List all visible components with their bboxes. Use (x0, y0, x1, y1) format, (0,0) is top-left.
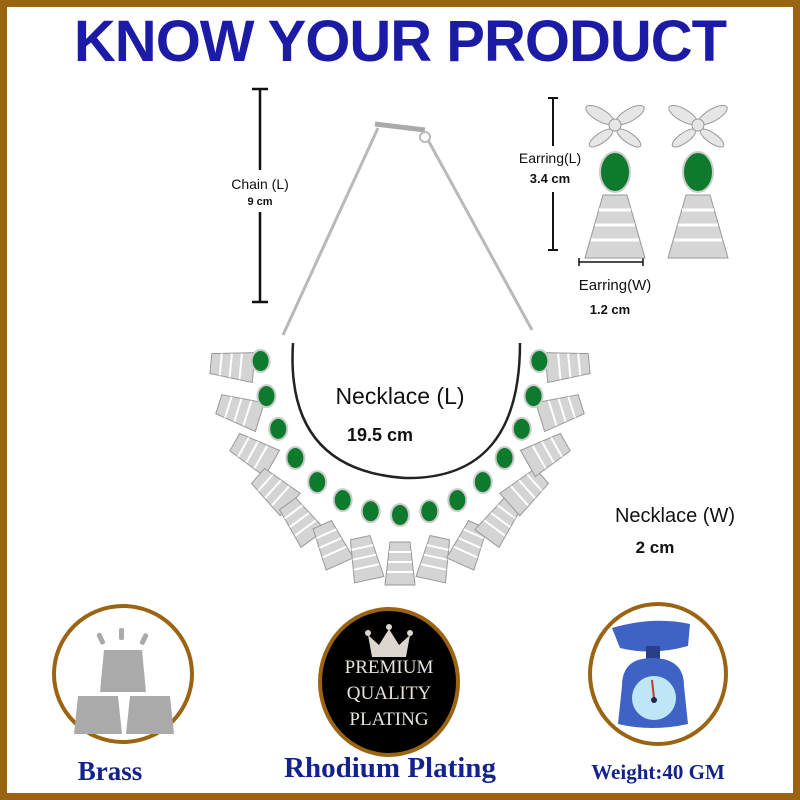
necklace-length-arc (291, 342, 522, 480)
earring (584, 104, 646, 259)
pendant (499, 467, 550, 517)
green-gem (390, 503, 410, 527)
pendant (544, 352, 591, 384)
green-gem (360, 499, 381, 524)
metal-bars-icon (74, 628, 174, 734)
pendant (278, 497, 326, 549)
weight-badge (588, 602, 728, 746)
earring-length-line (548, 97, 558, 251)
plating-text: PLATING (349, 709, 429, 730)
green-gem (529, 348, 550, 373)
pendant (384, 541, 416, 586)
earring-width-line (578, 258, 644, 266)
green-gem (494, 445, 515, 470)
rhodium-caption: Rhodium Plating (284, 752, 496, 784)
pendant (209, 352, 256, 384)
necklace-pendants (209, 348, 591, 586)
green-gem (332, 488, 353, 513)
quality-text: QUALITY (346, 683, 432, 704)
green-gem (447, 488, 468, 513)
brass-badge (52, 604, 194, 744)
chain-value: 9 cm (247, 196, 273, 208)
green-gem (256, 384, 277, 409)
green-gem (307, 470, 328, 495)
earring-width-value: 1.2 cm (589, 302, 631, 317)
premium-quality-badge: PREMIUM QUALITY PLATING (318, 607, 460, 757)
necklace-chain (281, 121, 534, 336)
necklace-length-label: Necklace (L) (335, 383, 465, 409)
green-gem (511, 416, 532, 441)
brass-caption: Brass (77, 756, 143, 786)
earring (667, 104, 729, 259)
pendant (349, 534, 385, 584)
earrings (584, 104, 729, 259)
weighing-scale-icon (612, 620, 690, 728)
chain-dimension-line (252, 87, 268, 304)
pendant (519, 432, 571, 478)
earring-length-label: Earring(L) (518, 150, 582, 166)
earring-width-label: Earring(W) (578, 277, 652, 294)
weight-caption: Weight:40 GM (591, 760, 725, 784)
earring-length-value: 3.4 cm (529, 171, 571, 186)
green-gem (472, 470, 493, 495)
crown-icon (365, 624, 413, 657)
pendant (312, 519, 355, 571)
necklace-length-value: 19.5 cm (346, 425, 414, 445)
premium-text: PREMIUM (344, 657, 434, 678)
necklace-width-label: Necklace (W) (614, 505, 735, 527)
pendant (229, 432, 281, 478)
green-gem (250, 348, 271, 373)
pendant (415, 534, 451, 584)
green-gem (523, 384, 544, 409)
green-gem (419, 499, 440, 524)
chain-label: Chain (L) (231, 176, 289, 192)
necklace-width-value: 2 cm (635, 538, 675, 557)
pendant (535, 394, 585, 433)
green-gem (285, 445, 306, 470)
green-gem (268, 416, 289, 441)
page-title: KNOW YOUR PRODUCT (73, 9, 727, 74)
